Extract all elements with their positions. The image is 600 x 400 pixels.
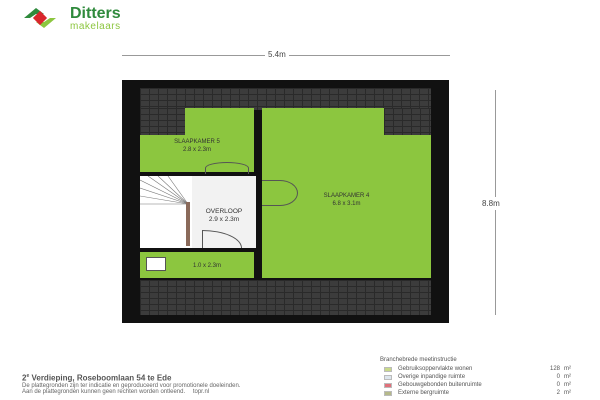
roof-top <box>140 88 431 110</box>
legend-unit: m² <box>564 374 571 380</box>
legend-unit: m² <box>564 366 571 372</box>
room-name: SLAAPKAMER 5 <box>174 139 220 145</box>
height-dimension-label: 8.8m <box>482 197 500 210</box>
logo: Ditters makelaars <box>22 5 162 32</box>
footer: 2e Verdieping, Roseboomlaan 54 te Ede De… <box>22 373 362 395</box>
room-size: 6.8 x 3.1m <box>332 201 361 207</box>
legend-swatch <box>384 374 392 380</box>
door-slaapkamer-5 <box>205 162 249 174</box>
legend-value: 0 <box>556 374 560 380</box>
legend-row: Gebouwgebonden buitenruimte 0 m² <box>380 381 580 389</box>
logo-sub: makelaars <box>70 21 121 32</box>
footer-credit: topr.nl <box>192 388 210 395</box>
roof-corner-left <box>140 108 185 135</box>
room-size: 1.0 x 2.3m <box>192 263 221 269</box>
legend-value: 2 <box>556 390 560 396</box>
footer-disclaimer-2: Aan de plattegronden kunnen geen rechten… <box>22 388 186 395</box>
roof-bottom <box>140 280 431 315</box>
door-slaapkamer-4 <box>262 180 298 206</box>
footer-disclaimer-1: De plattegronden zijn ter indicatie en g… <box>22 382 241 389</box>
legend-value: 0 <box>556 382 560 388</box>
legend-label: Externe bergruimte <box>398 390 450 396</box>
legend-label: Gebouwgebonden buitenruimte <box>398 382 482 388</box>
logo-name: Ditters <box>70 5 121 22</box>
legend-swatch <box>384 366 392 372</box>
boiler-icon <box>146 257 166 271</box>
room-name: OVERLOOP <box>205 208 243 215</box>
legend-label: Overige inpandige ruimte <box>398 374 466 380</box>
legend-label: Gebruiksoppervlakte wonen <box>398 366 473 372</box>
floor-plan: SLAAPKAMER 5 2.8 x 2.3m OVERLOOP 2.9 x 2… <box>122 80 449 323</box>
legend: Branchebrede meetinstructie Gebruiksoppe… <box>380 357 580 397</box>
legend-unit: m² <box>564 390 571 396</box>
stairs-icon <box>140 176 192 248</box>
legend-row: Overige inpandige ruimte 0 m² <box>380 373 580 381</box>
roof-corner-right <box>384 108 431 135</box>
room-size: 2.8 x 2.3m <box>182 147 211 153</box>
legend-swatch <box>384 382 392 388</box>
legend-unit: m² <box>564 382 571 388</box>
legend-title: Branchebrede meetinstructie <box>380 357 457 363</box>
legend-row: Gebruiksoppervlakte wonen 128 m² <box>380 365 580 373</box>
legend-value: 128 <box>549 366 560 372</box>
logo-mark-icon <box>24 8 56 28</box>
width-dimension-label: 5.4m <box>265 50 289 59</box>
room-name: SLAAPKAMER 4 <box>323 193 370 199</box>
legend-swatch <box>384 390 392 396</box>
footer-title: 2e Verdieping, Roseboomlaan 54 te Ede <box>22 373 172 383</box>
room-size: 2.9 x 2.3m <box>208 216 240 223</box>
legend-row: Externe bergruimte 2 m² <box>380 389 580 397</box>
